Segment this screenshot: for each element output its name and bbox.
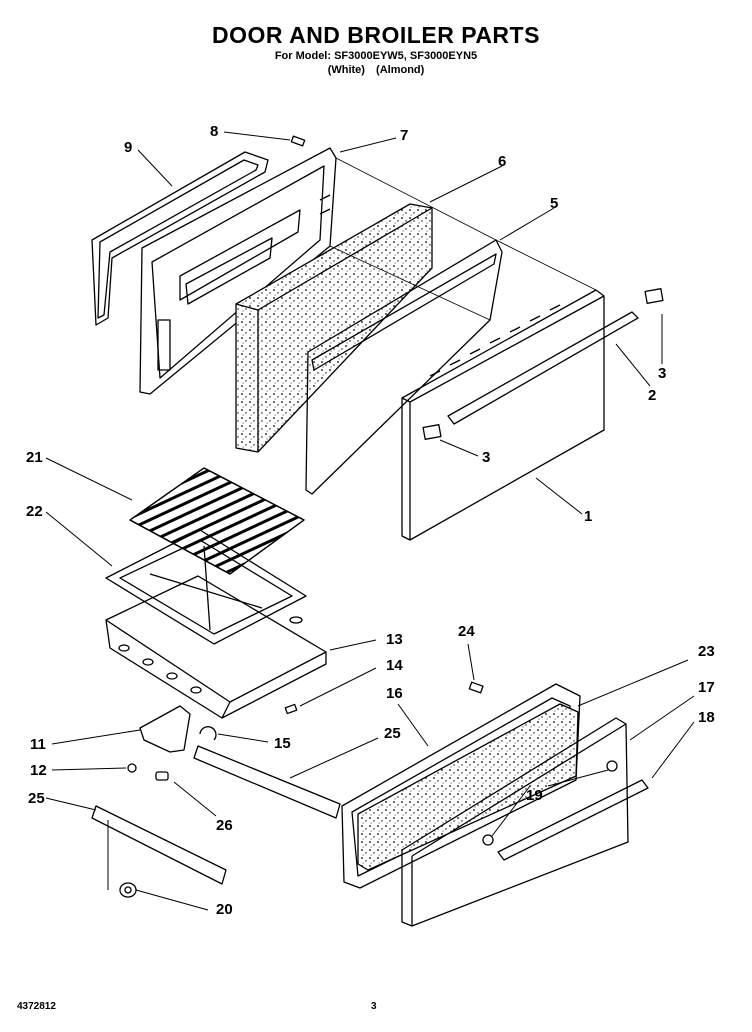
callout-12: 12 xyxy=(30,762,47,779)
leader-lines xyxy=(45,131,695,911)
part-23-broiler-insulation xyxy=(357,703,579,871)
part-15-clip xyxy=(199,726,217,741)
callout-15: 15 xyxy=(274,735,291,752)
callout-23: 23 xyxy=(698,643,715,660)
callout-25-lower: 25 xyxy=(28,790,45,807)
callout-8: 8 xyxy=(210,123,218,140)
callout-24: 24 xyxy=(458,623,475,640)
callout-1: 1 xyxy=(584,508,592,525)
callout-16: 16 xyxy=(386,685,403,702)
callout-25-upper: 25 xyxy=(384,725,401,742)
part-19-handle-cap xyxy=(482,760,618,846)
part-20-roller xyxy=(119,882,137,898)
color-white: (White) xyxy=(327,64,365,76)
callout-20: 20 xyxy=(216,901,233,918)
callout-7: 7 xyxy=(400,127,408,144)
part-2-door-handle xyxy=(447,311,639,425)
model-line: For Model: SF3000EYW5, SF3000EYN5 xyxy=(274,50,478,62)
page-number: 3 xyxy=(371,1001,377,1012)
part-24-screw xyxy=(468,681,484,694)
part-25-slide-lower xyxy=(91,805,227,885)
callout-6: 6 xyxy=(498,153,506,170)
part-25-slide-upper xyxy=(193,745,341,819)
part-17-broiler-outer-door xyxy=(401,717,629,927)
part-1-outer-door xyxy=(401,289,605,541)
assembly-guide-lines xyxy=(329,157,597,321)
callout-11: 11 xyxy=(30,736,46,753)
callout-2: 2 xyxy=(648,387,656,404)
callout-5: 5 xyxy=(550,195,558,212)
callout-labels: 8 7 9 6 5 3 2 3 1 21 22 13 14 15 25 11 1… xyxy=(26,123,715,918)
part-26-screw xyxy=(155,771,169,781)
callout-21: 21 xyxy=(26,449,43,466)
page-title: DOOR AND BROILER PARTS xyxy=(212,22,540,48)
callout-18: 18 xyxy=(698,709,715,726)
callout-19: 19 xyxy=(526,787,543,804)
callout-14: 14 xyxy=(386,657,403,674)
callout-3-lower: 3 xyxy=(482,449,490,466)
callout-22: 22 xyxy=(26,503,43,520)
part-13-broiler-drawer xyxy=(105,575,327,719)
color-almond: (Almond) xyxy=(376,64,425,76)
part-11-bracket xyxy=(139,705,191,753)
callout-9: 9 xyxy=(124,139,132,156)
callout-13: 13 xyxy=(386,631,403,648)
callout-26: 26 xyxy=(216,817,233,834)
part-18-broiler-handle xyxy=(497,779,649,861)
color-variants: (White) (Almond) xyxy=(0,64,752,76)
part-8-screw xyxy=(290,135,306,147)
part-14-screw xyxy=(284,703,298,715)
part-12-grommet xyxy=(127,763,137,773)
part-21-broiler-grid xyxy=(129,467,305,575)
part-3-handle-cap xyxy=(422,288,664,440)
document-number: 4372812 xyxy=(17,1001,56,1012)
callout-17: 17 xyxy=(698,679,715,696)
part-7-inner-door xyxy=(139,147,337,395)
part-6-insulation xyxy=(235,203,433,453)
part-9-door-gasket xyxy=(91,151,269,326)
callout-3-upper: 3 xyxy=(658,365,666,382)
